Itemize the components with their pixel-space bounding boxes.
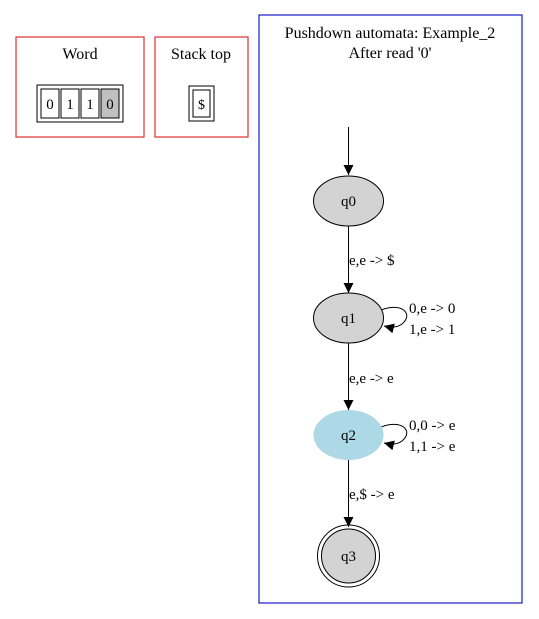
- stack-cell-symbol: $: [198, 98, 205, 113]
- state-q0-label: q0: [341, 194, 356, 210]
- state-q1: q1: [313, 292, 384, 344]
- stack-cell: [192, 89, 211, 118]
- automaton-panel: Pushdown automata: Example_2 After read …: [258, 14, 523, 604]
- word-tape: 0 1 1 0: [40, 88, 120, 119]
- word-tape-frame: [36, 84, 124, 123]
- state-q1-shape: [313, 292, 384, 344]
- state-q3-accepting: q3: [317, 524, 380, 588]
- edge-label-q2-loop-1: 0,0 -> e: [409, 418, 456, 434]
- word-cell: [60, 88, 80, 119]
- word-cell: [40, 88, 60, 119]
- edge-label-q1-loop-1: 0,e -> 0: [409, 301, 455, 317]
- word-cell: [80, 88, 100, 119]
- word-cell-symbol: 1: [86, 97, 94, 113]
- word-cell-symbol: 0: [106, 97, 114, 113]
- automaton-panel-border: [258, 14, 523, 604]
- stack-panel-title: Stack top: [171, 46, 231, 63]
- word-panel-title: Word: [62, 46, 97, 63]
- word-cell-current: [100, 88, 120, 119]
- edge-loop-q1: [380, 306, 408, 334]
- state-q2-shape: [313, 410, 384, 460]
- state-q2-current: q2: [313, 410, 384, 460]
- state-q0: q0: [313, 175, 384, 227]
- state-q1-label: q1: [341, 311, 356, 327]
- edge-label-q2-q3: e,$ -> e: [349, 487, 395, 503]
- state-q2-label: q2: [341, 428, 356, 444]
- stack-panel-border: [154, 36, 249, 138]
- state-q3-label: q3: [341, 549, 356, 565]
- state-q3-shape: [321, 528, 376, 584]
- automaton-title: Pushdown automata: Example_2: [285, 25, 496, 42]
- edge-label-q2-loop-2: 1,1 -> e: [409, 439, 456, 455]
- stack-frame: [188, 85, 215, 122]
- state-q3-outer-ring: [317, 524, 380, 588]
- word-cell-symbol: 0: [46, 97, 54, 113]
- stack-panel: Stack top $: [154, 36, 249, 138]
- edge-label-q1-loop-2: 1,e -> 1: [409, 322, 455, 338]
- automaton-subtitle: After read '0': [348, 45, 431, 62]
- state-q0-shape: [313, 175, 384, 227]
- word-panel-border: [15, 36, 145, 138]
- edge-label-q0-q1: e,e -> $: [349, 253, 395, 269]
- word-panel: Word 0 1 1 0: [15, 36, 145, 138]
- edge-loop-q2: [380, 423, 408, 451]
- word-cell-symbol: 1: [66, 97, 74, 113]
- edge-label-q1-q2: e,e -> e: [349, 371, 394, 387]
